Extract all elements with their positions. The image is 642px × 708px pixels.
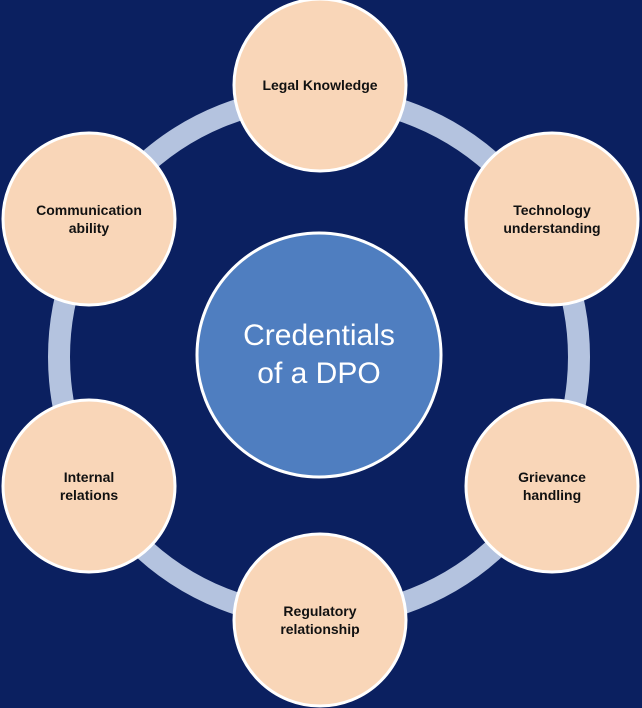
node-circle-legal-knowledge [232,0,408,173]
node-circle-regulatory-relationship [232,532,408,708]
node-circle-grievance-handling [464,398,640,574]
node-label-communication-ability: Communication ability [36,202,142,236]
node-label-internal-relations: Internal relations [59,469,119,503]
node-circle-communication-ability [1,131,177,307]
center-label: Credentials of a DPO [243,319,395,390]
node-label-legal-knowledge: Legal Knowledge [262,77,378,93]
node-label-grievance-handling: Grievance handling [518,469,586,503]
node-label-regulatory-relationship: Regulatory relationship [280,603,360,637]
node-circle-technology-understanding [464,131,640,307]
node-circle-internal-relations [1,398,177,574]
center-circle [195,231,443,479]
node-label-technology-understanding: Technology understanding [503,202,601,236]
